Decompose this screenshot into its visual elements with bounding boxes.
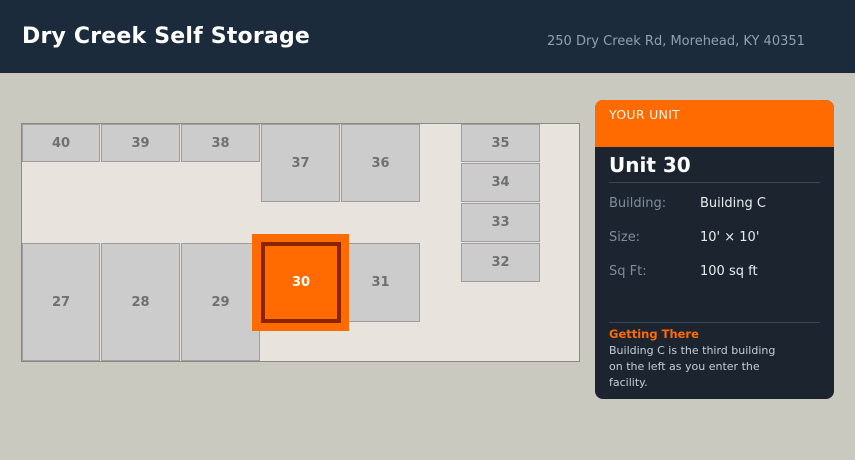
divider (609, 182, 820, 183)
unit-34[interactable]: 34 (461, 163, 540, 202)
unit-info-panel: YOUR UNIT Unit 30 Building: Building C S… (595, 100, 834, 399)
unit-39[interactable]: 39 (101, 124, 180, 162)
unit-27[interactable]: 27 (22, 243, 100, 361)
panel-header: YOUR UNIT (595, 100, 834, 147)
unit-36[interactable]: 36 (341, 124, 420, 202)
detail-value: 10' × 10' (700, 230, 760, 245)
unit-31[interactable]: 31 (341, 243, 420, 322)
facility-title: Dry Creek Self Storage (22, 24, 311, 49)
unit-29[interactable]: 29 (181, 243, 260, 361)
unit-37[interactable]: 37 (261, 124, 340, 202)
directions-text: Building C is the third building on the … (609, 344, 776, 389)
header: Dry Creek Self Storage 250 Dry Creek Rd,… (0, 0, 855, 73)
directions-title: Getting There (609, 327, 699, 341)
detail-label: Building: (609, 196, 667, 211)
detail-value: Building C (700, 196, 766, 211)
unit-32[interactable]: 32 (461, 243, 540, 282)
divider (609, 322, 820, 323)
unit-name: Unit 30 (609, 153, 691, 177)
detail-label: Size: (609, 230, 641, 245)
detail-label: Sq Ft: (609, 264, 647, 279)
unit-33[interactable]: 33 (461, 203, 540, 242)
facility-map: 40 39 38 37 36 35 34 33 32 31 29 28 27 3… (21, 123, 580, 362)
your-unit-label: YOUR UNIT (609, 107, 681, 122)
unit-30[interactable]: 30 (261, 242, 341, 323)
unit-38[interactable]: 38 (181, 124, 260, 162)
unit-35[interactable]: 35 (461, 124, 540, 162)
facility-address: 250 Dry Creek Rd, Morehead, KY 40351 (547, 34, 805, 49)
unit-28[interactable]: 28 (101, 243, 180, 361)
detail-value: 100 sq ft (700, 264, 758, 279)
unit-40[interactable]: 40 (22, 124, 100, 162)
